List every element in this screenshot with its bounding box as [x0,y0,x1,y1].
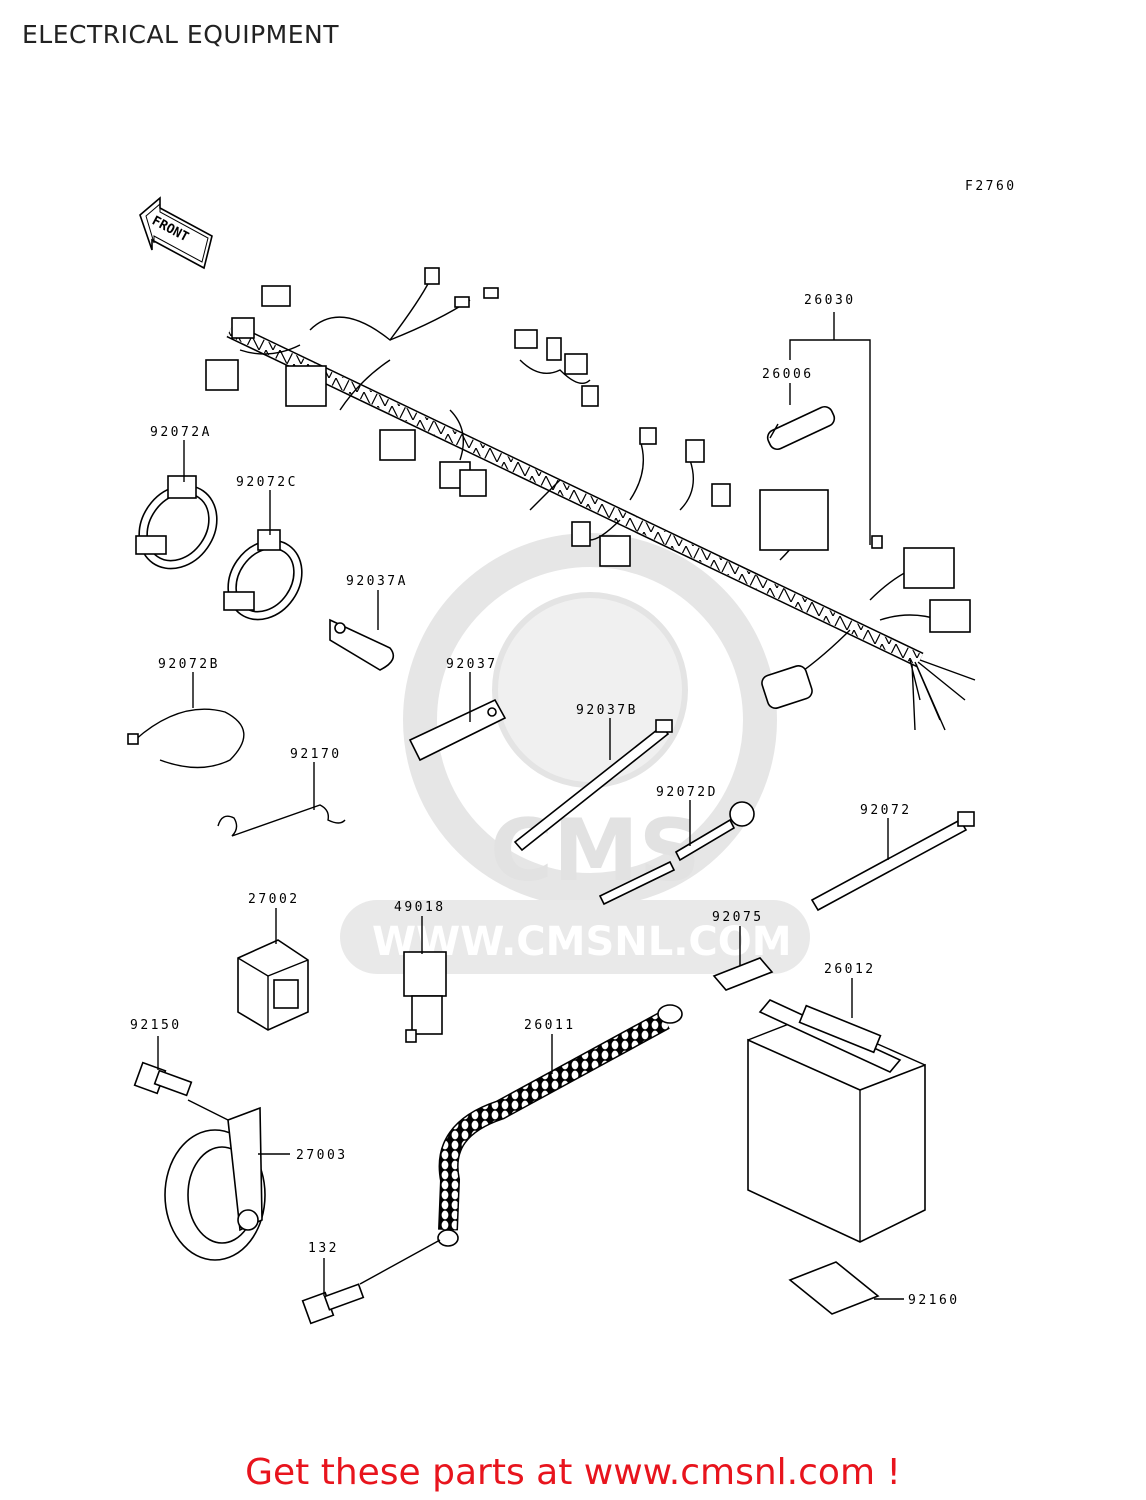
callout-92072D: 92072D [656,785,718,800]
callout-92160: 92160 [908,1293,960,1308]
plate-92037 [408,698,507,762]
pad-92160 [788,1261,880,1315]
horn-27003 [164,1106,266,1261]
clamp-92037A [329,618,395,671]
wire-92170 [217,804,346,837]
battery-26012 [747,999,926,1243]
leader-lines [157,312,904,1300]
callout-26012: 26012 [824,962,876,977]
callout-92170: 92170 [290,747,342,762]
bolt-132 [301,1283,365,1325]
cable-26011 [437,1004,683,1247]
callout-92072A: 92072A [150,425,212,440]
clamp-92072A [135,475,218,570]
tie-92072D [598,801,755,906]
callout-92150: 92150 [130,1018,182,1033]
front-arrow: FRONT [139,196,213,270]
watermark-logo: CMS [490,801,701,901]
callout-92037A: 92037A [346,574,408,589]
callout-26006: 26006 [762,367,814,382]
figure-code: F2760 [965,179,1017,194]
callout-27003: 27003 [296,1148,348,1163]
callout-132: 132 [308,1241,339,1256]
callout-92037: 92037 [446,657,498,672]
callout-26011: 26011 [524,1018,576,1033]
footer-link[interactable]: Get these parts at www.cmsnl.com ! [245,1452,901,1493]
page-title: ELECTRICAL EQUIPMENT [22,20,339,49]
callout-27002: 27002 [248,892,300,907]
tie-92037B [513,719,673,852]
bolt-92150 [133,1061,193,1097]
relay-49018 [403,951,447,1043]
callout-26030: 26030 [804,293,856,308]
callout-92072B: 92072B [158,657,220,672]
callout-92072: 92072 [860,803,912,818]
callout-92037B: 92037B [576,703,638,718]
callout-92075: 92075 [712,910,764,925]
fuse-26006 [766,405,836,451]
callout-92072C: 92072C [236,475,298,490]
tie-92072B [127,708,245,769]
wiring-harness [205,267,976,731]
clamp-92072C [223,529,303,621]
callout-labels: 26030 26006 92072A 92072C 92037A 92072B … [130,293,960,1308]
tie-92072 [810,811,975,912]
relay-27002 [237,939,309,1031]
pad-92075 [712,957,774,991]
callout-49018: 49018 [394,900,446,915]
